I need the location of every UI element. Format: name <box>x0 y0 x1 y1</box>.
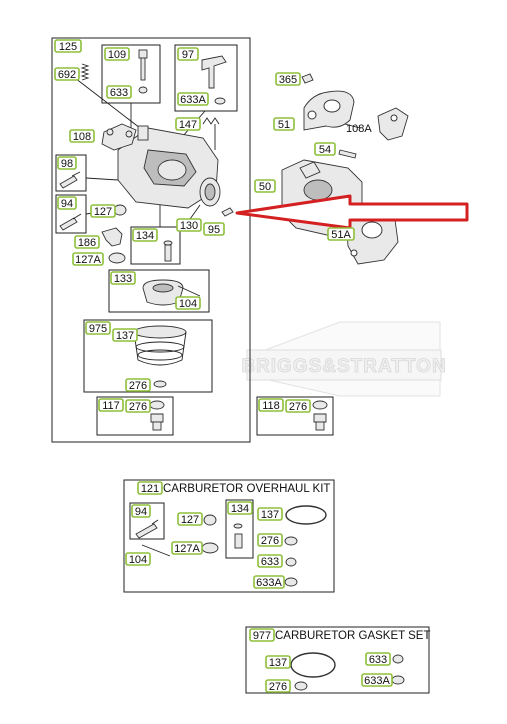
gasket-washer-633A-icon <box>391 675 405 685</box>
kit-callout-134: 134 <box>231 503 249 515</box>
screw-109-icon <box>138 49 148 94</box>
plug-127A-icon <box>108 252 126 264</box>
gasket-callout-276: 276 <box>269 681 287 693</box>
watermark-text: BRIGGS&STRATTON <box>241 356 446 377</box>
callout-118-276: 276 <box>289 401 307 413</box>
overhaul-jet-icon <box>233 523 243 549</box>
callout-94: 94 <box>61 198 73 210</box>
box-975 <box>83 319 213 393</box>
kit-callout-633: 633 <box>261 556 279 568</box>
lever-97-icon <box>201 55 227 105</box>
callout-127: 127 <box>94 206 112 218</box>
kit-callout-137: 137 <box>261 509 279 521</box>
kit-number-121: 121 <box>141 483 159 495</box>
callout-95: 95 <box>208 224 220 236</box>
callout-117-276: 276 <box>129 401 147 413</box>
callout-130: 130 <box>180 220 198 232</box>
callout-117: 117 <box>102 400 120 412</box>
overhaul-box-134 <box>225 499 254 559</box>
carburetor-frame <box>51 37 251 443</box>
callout-692: 692 <box>58 69 76 81</box>
overhaul-washer-633A-icon <box>284 577 298 587</box>
float-133-icon <box>142 279 184 306</box>
callout-104: 104 <box>179 298 197 310</box>
spring-692-icon <box>80 63 90 81</box>
gasket-washer-633-icon <box>392 654 404 664</box>
callout-108: 108 <box>73 131 91 143</box>
callout-633A: 633A <box>180 94 206 106</box>
box-134 <box>130 226 181 265</box>
callout-51A: 51A <box>331 229 351 241</box>
kit-callout-127A: 127A <box>174 543 200 555</box>
gasket-oring-icon <box>290 652 336 678</box>
overhaul-plug-127A-icon <box>201 542 219 554</box>
gasket-callout-633A: 633A <box>364 675 390 687</box>
callout-365: 365 <box>279 74 297 86</box>
bolt-54-icon <box>338 149 357 159</box>
screw-95-icon <box>221 207 234 217</box>
callout-50: 50 <box>259 181 271 193</box>
box-97 <box>174 44 238 112</box>
overhaul-box-94 <box>129 502 165 540</box>
callout-98: 98 <box>61 158 73 170</box>
callout-54: 54 <box>319 144 331 156</box>
jet-134-icon <box>163 240 173 262</box>
gasket-set-title: CARBURETOR GASKET SET <box>275 630 431 642</box>
gasket-washer-276-icon <box>294 681 308 691</box>
box-117 <box>96 396 174 436</box>
callout-133: 133 <box>114 273 132 285</box>
callout-137: 137 <box>116 330 134 342</box>
overhaul-needle-icon <box>135 519 159 539</box>
box-133 <box>108 269 210 313</box>
callout-134: 134 <box>136 230 154 242</box>
callout-975: 975 <box>89 323 107 335</box>
callout-127A: 127A <box>75 254 101 266</box>
overhaul-kit-title: CARBURETOR OVERHAUL KIT <box>163 483 330 495</box>
briggs-stratton-watermark: BRIGGS&STRATTON <box>241 321 446 397</box>
screw-365-icon <box>301 73 314 84</box>
overhaul-kit-box <box>123 479 335 593</box>
kit-number-977: 977 <box>253 630 271 642</box>
callout-97: 97 <box>182 49 194 61</box>
callout-tags: 125 692 109 633 97 633A 108 147 98 94 12… <box>54 39 393 693</box>
overhaul-washer-276-icon <box>284 536 298 546</box>
callout-633: 633 <box>110 87 128 99</box>
bolt-117-icon <box>149 400 165 431</box>
needle-94-icon <box>59 213 82 231</box>
kit-callout-633A: 633A <box>256 577 282 589</box>
callout-109: 109 <box>108 49 126 61</box>
overhaul-oring-icon <box>285 505 327 525</box>
kit-callout-104: 104 <box>129 554 147 566</box>
kit-callout-276: 276 <box>261 535 279 547</box>
gasket-callout-633: 633 <box>369 654 387 666</box>
callout-276: 276 <box>129 380 147 392</box>
callout-147: 147 <box>179 119 197 131</box>
needle-98-icon <box>59 171 81 189</box>
baffle-108A-icon <box>377 107 409 141</box>
overhaul-washer-633-icon <box>285 557 297 567</box>
bowl-975-icon <box>133 325 187 388</box>
bolt-118-icon <box>312 400 328 431</box>
callout-118: 118 <box>262 400 280 412</box>
callout-51: 51 <box>278 119 290 131</box>
gasket-set-box <box>245 626 430 694</box>
callout-108A: 108A <box>346 123 372 135</box>
spring-147-icon <box>202 117 220 125</box>
gasket-51-icon <box>303 90 355 131</box>
pin-104-icon <box>177 285 201 297</box>
box-98 <box>55 154 87 192</box>
callout-125: 125 <box>59 41 77 53</box>
kit-callout-94: 94 <box>135 506 147 518</box>
overhaul-plug-icon <box>203 514 217 526</box>
fitting-186-icon <box>101 227 123 247</box>
plug-127-icon <box>113 204 127 216</box>
carburetor-body-icon <box>101 123 221 209</box>
overhaul-pin-icon <box>141 544 171 557</box>
box-118 <box>256 396 334 436</box>
red-pointer-arrow-icon <box>235 194 469 230</box>
kit-callout-127: 127 <box>181 514 199 526</box>
callout-186: 186 <box>78 237 96 249</box>
gasket-callout-137: 137 <box>269 657 287 669</box>
